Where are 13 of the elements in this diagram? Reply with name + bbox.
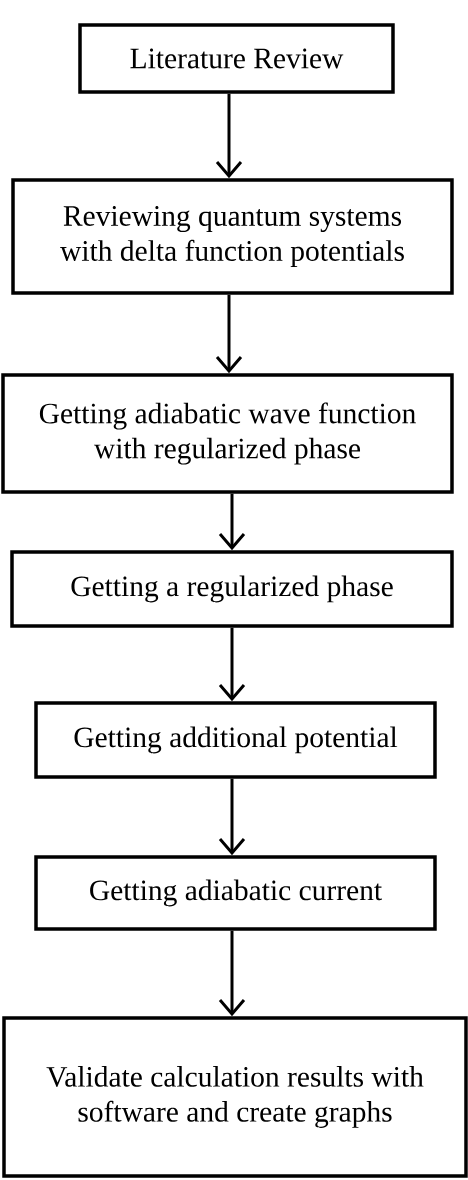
arrow: [215, 294, 243, 374]
arrow: [218, 627, 246, 702]
arrow: [218, 778, 246, 856]
arrow: [218, 930, 246, 1017]
process-box: Getting adiabatic wave function with regularized phase: [1, 373, 454, 494]
process-box: Validate calculation results with software and create graphs: [2, 1016, 468, 1178]
arrow: [218, 493, 246, 551]
arrow: [215, 93, 243, 179]
process-box: Literature Review: [78, 23, 395, 94]
process-box: Getting additional potential: [34, 701, 437, 779]
process-box: Getting adiabatic current: [34, 855, 437, 931]
process-box: Reviewing quantum systems with delta function potentials: [11, 178, 454, 295]
process-box: Getting a regularized phase: [10, 550, 454, 628]
